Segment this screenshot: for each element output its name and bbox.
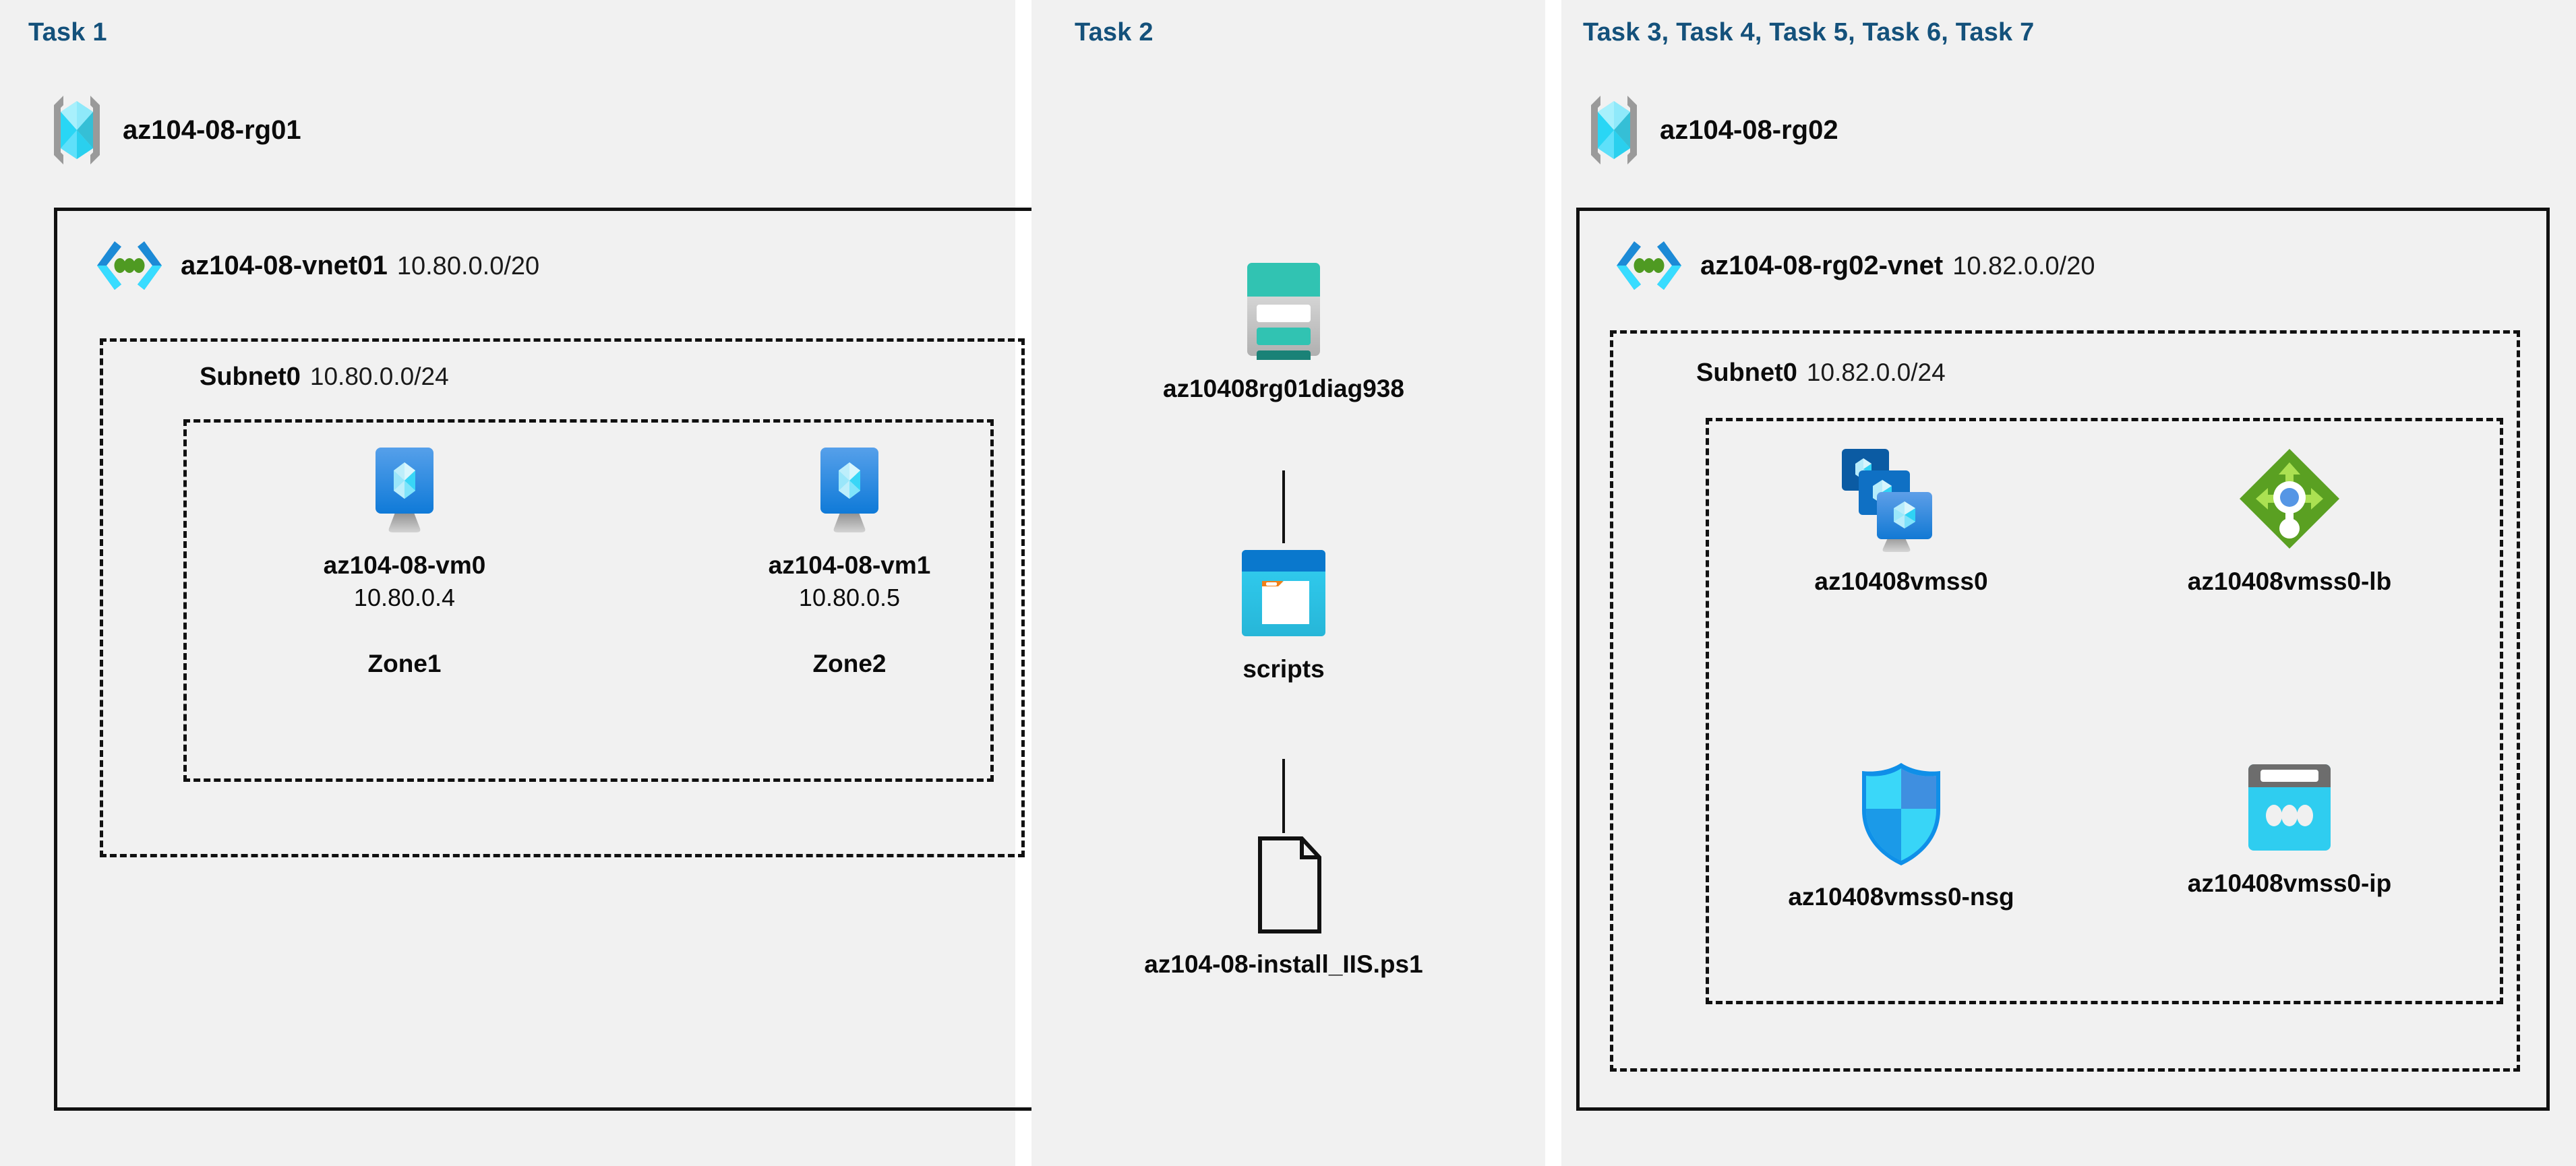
file-icon bbox=[1240, 834, 1327, 935]
public-ip-address-icon bbox=[2239, 760, 2340, 855]
vm-name: az104-08-vm1 bbox=[768, 551, 931, 579]
vm-zone: Zone1 bbox=[367, 650, 442, 677]
node-vm-scale-set: az10408vmss0 bbox=[1746, 445, 2056, 596]
resource-group-icon bbox=[1586, 93, 1642, 167]
virtual-network-icon bbox=[93, 237, 166, 294]
vnet-name: az104-08-rg02-vnet bbox=[1700, 250, 1944, 280]
subnet-subnet0-vnet01-header: Subnet0 10.80.0.0/24 bbox=[200, 363, 449, 392]
node-public-ip-address: az10408vmss0-ip bbox=[2134, 760, 2445, 898]
blob-container-icon bbox=[1236, 546, 1331, 640]
subnet-subnet0-vnet02-header: Subnet0 10.82.0.0/24 bbox=[1696, 359, 1946, 388]
blob-container-name: scripts bbox=[1242, 655, 1325, 683]
vm-name: az104-08-vm0 bbox=[323, 551, 486, 579]
vnet-name: az104-08-vnet01 bbox=[181, 250, 388, 280]
resource-group-rg02: az104-08-rg02 bbox=[1586, 93, 1838, 167]
virtual-network-icon bbox=[1613, 237, 1685, 294]
availability-zones-group-boundary bbox=[183, 419, 994, 782]
resource-group-name: az104-08-rg01 bbox=[123, 115, 301, 145]
node-blob-container-scripts: scripts bbox=[1142, 546, 1425, 683]
vnet-az104-08-rg02-vnet-boundary bbox=[1576, 208, 2550, 1111]
script-file-name: az104-08-install_IIS.ps1 bbox=[1144, 950, 1423, 978]
network-security-group-name: az10408vmss0-nsg bbox=[1788, 883, 2014, 911]
resource-group-rg01: az104-08-rg01 bbox=[49, 93, 301, 167]
network-security-group-icon bbox=[1854, 760, 1948, 868]
node-load-balancer: az10408vmss0-lb bbox=[2134, 445, 2445, 596]
subnet-cidr: 10.82.0.0/24 bbox=[1806, 359, 1946, 386]
subnet-subnet0-vnet01-boundary bbox=[100, 338, 1025, 857]
node-script-file: az104-08-install_IIS.ps1 bbox=[1142, 834, 1425, 979]
subnet-cidr: 10.80.0.0/24 bbox=[309, 363, 449, 390]
load-balancer-icon bbox=[2236, 445, 2343, 553]
node-network-security-group: az10408vmss0-nsg bbox=[1746, 760, 2056, 911]
vnet-cidr: 10.80.0.0/20 bbox=[396, 251, 540, 280]
resource-group-icon bbox=[49, 93, 105, 167]
vnet-az104-08-rg02-vnet-header: az104-08-rg02-vnet 10.82.0.0/20 bbox=[1613, 237, 2095, 294]
node-az104-08-vm1: az104-08-vm1 10.80.0.5 Zone2 bbox=[715, 445, 984, 678]
vmss-resources-group-boundary bbox=[1706, 418, 2503, 1004]
load-balancer-name: az10408vmss0-lb bbox=[2187, 567, 2392, 595]
vnet-cidr: 10.82.0.0/20 bbox=[1952, 251, 2095, 280]
node-storage-account: az10408rg01diag938 bbox=[1142, 259, 1425, 403]
virtual-machine-icon bbox=[808, 445, 891, 536]
task-2-label: Task 2 bbox=[1075, 18, 1154, 47]
resource-group-name: az104-08-rg02 bbox=[1660, 115, 1838, 145]
vm-scale-set-name: az10408vmss0 bbox=[1814, 567, 1988, 595]
panel-task-3-to-7 bbox=[1561, 0, 2576, 1166]
task-1-label: Task 1 bbox=[28, 18, 107, 47]
subnet-name: Subnet0 bbox=[1696, 359, 1797, 387]
storage-account-name: az10408rg01diag938 bbox=[1163, 375, 1404, 402]
task-3-to-7-label: Task 3, Task 4, Task 5, Task 6, Task 7 bbox=[1583, 18, 2035, 47]
connector-scripts-to-script-file bbox=[1282, 759, 1285, 833]
vnet-az104-08-vnet01-header: az104-08-vnet01 10.80.0.0/20 bbox=[93, 237, 539, 294]
panel-task-1 bbox=[0, 0, 1015, 1166]
vm-scale-set-icon bbox=[1840, 445, 1962, 553]
subnet-name: Subnet0 bbox=[200, 363, 301, 391]
node-az104-08-vm0: az104-08-vm0 10.80.0.4 Zone1 bbox=[270, 445, 539, 678]
virtual-machine-icon bbox=[363, 445, 446, 536]
public-ip-address-name: az10408vmss0-ip bbox=[2187, 869, 2392, 897]
subnet-subnet0-vnet02-boundary bbox=[1610, 330, 2520, 1072]
vm-zone: Zone2 bbox=[812, 650, 887, 677]
connector-storage-to-scripts bbox=[1282, 470, 1285, 543]
vm-ip: 10.80.0.4 bbox=[353, 584, 456, 611]
vm-ip: 10.80.0.5 bbox=[798, 584, 901, 611]
storage-account-icon bbox=[1238, 259, 1329, 360]
